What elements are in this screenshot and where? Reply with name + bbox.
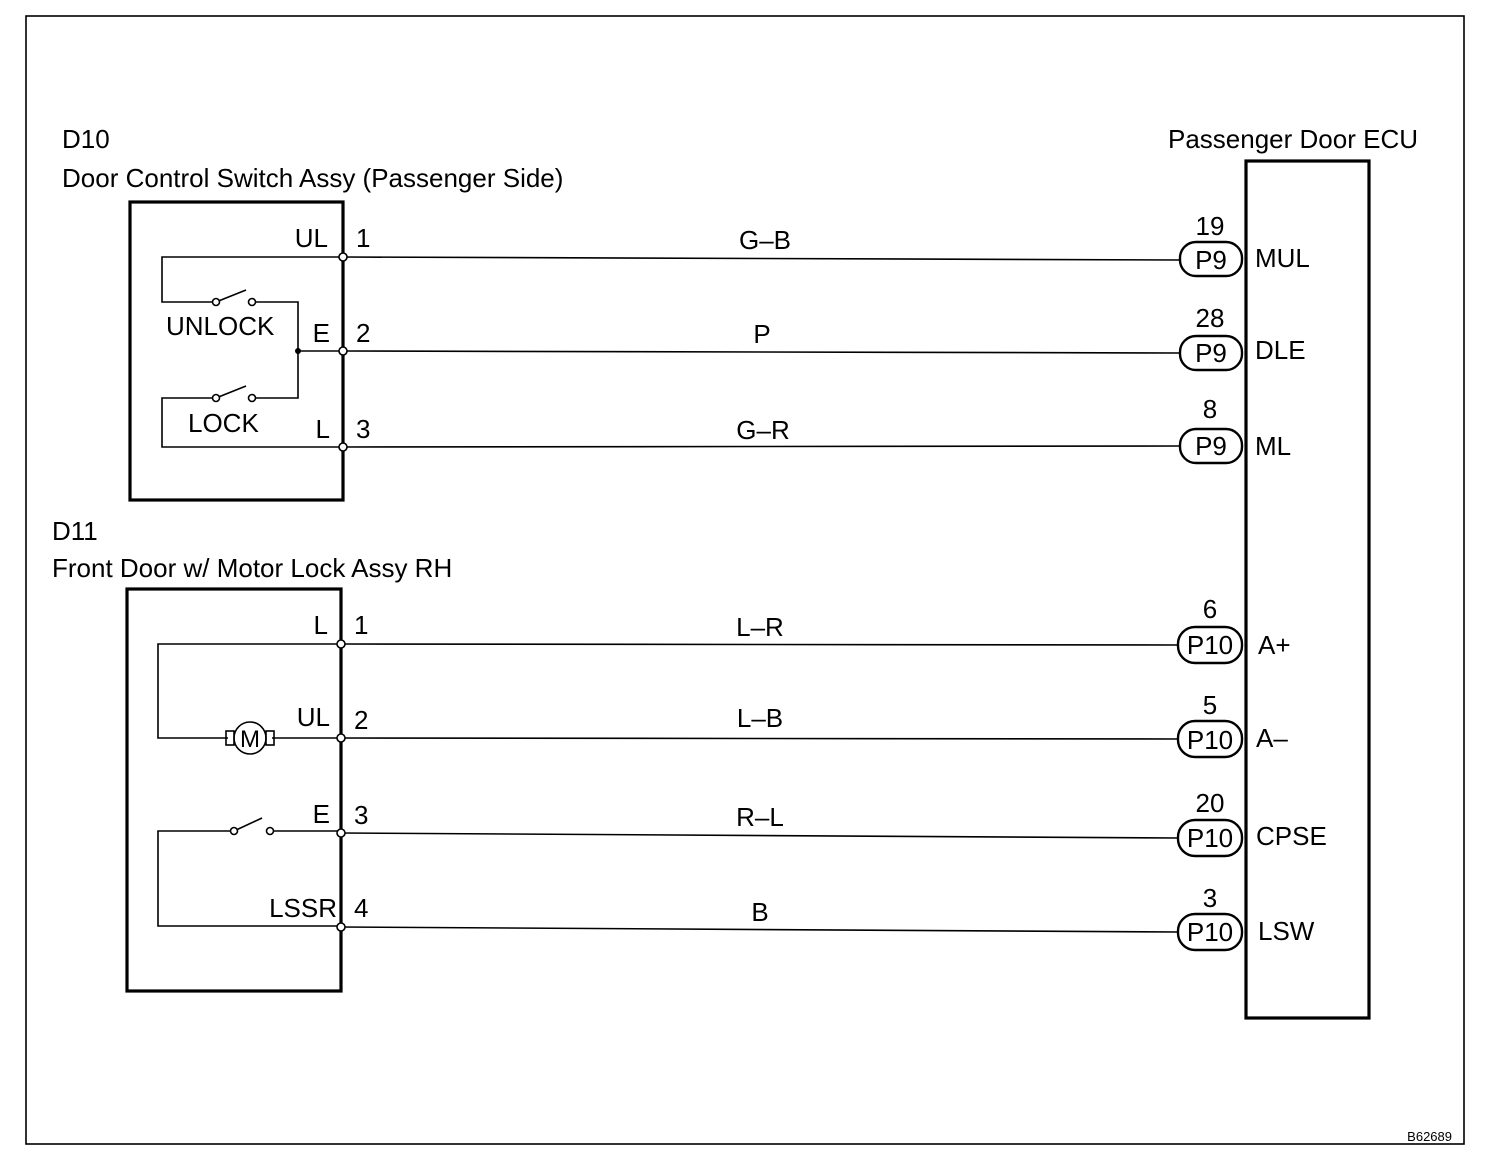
d10-term-label-1: UL — [295, 223, 328, 253]
wire-1 — [342, 256, 1181, 261]
ecu-name: Passenger Door ECU — [1168, 124, 1418, 154]
d10-term-label-2: E — [313, 318, 330, 348]
ecu-connector-label-1: P9 — [1195, 245, 1227, 275]
wire-label-1: G–B — [739, 225, 791, 255]
ecu-term-dle: DLE — [1255, 335, 1306, 365]
ecu-pin-19: 19 — [1196, 211, 1225, 241]
d11-id: D11 — [52, 516, 98, 546]
ecu-pin-6: 6 — [1203, 594, 1217, 624]
ecu-pin-5: 5 — [1203, 690, 1217, 720]
wire-label-4: L–R — [736, 612, 784, 642]
ecu-pin-20: 20 — [1196, 788, 1225, 818]
motor-icon — [225, 721, 275, 755]
wire-4 — [340, 643, 1179, 646]
motor-label: M — [240, 726, 260, 753]
d11-pin-2: 2 — [354, 705, 368, 735]
ecu-term-a-plus: A+ — [1258, 630, 1291, 660]
wire-label-5: L–B — [737, 703, 783, 733]
ecu-connector-label-5: P10 — [1187, 725, 1233, 755]
d10-lock-label: LOCK — [188, 408, 259, 438]
ecu-pin-8: 8 — [1203, 394, 1217, 424]
ecu-pin-3: 3 — [1203, 883, 1217, 913]
d10-internal-circuit — [161, 256, 343, 448]
ecu-term-cpse: CPSE — [1256, 821, 1327, 851]
d10-id: D10 — [62, 124, 110, 154]
d10-pin-3: 3 — [356, 414, 370, 444]
wire-label-3: G–R — [736, 415, 789, 445]
wire-harness — [336, 252, 1181, 933]
d11-term-label-4: LSSR — [269, 893, 337, 923]
d11-internal-circuit — [157, 643, 341, 927]
wire-label-7: B — [751, 897, 768, 927]
d11-term-label-3: E — [313, 799, 330, 829]
ecu-box — [1244, 159, 1371, 1020]
d11-name: Front Door w/ Motor Lock Assy RH — [52, 553, 452, 583]
d11-pin-1: 1 — [354, 610, 368, 640]
diagram-frame — [25, 15, 1465, 1145]
wire-5 — [340, 737, 1179, 740]
d11-pin-4: 4 — [354, 893, 368, 923]
d10-term-label-3: L — [316, 414, 330, 444]
ecu-connector-1 — [1178, 240, 1244, 278]
ecu-connector-label-4: P10 — [1187, 630, 1233, 660]
wire-label-2: P — [753, 319, 770, 349]
ecu-connector-label-3: P9 — [1195, 431, 1227, 461]
d10-unlock-label: UNLOCK — [166, 311, 275, 341]
ecu-connector-label-7: P10 — [1187, 917, 1233, 947]
d10-pin-2: 2 — [356, 318, 370, 348]
d11-term-label-2: UL — [297, 702, 330, 732]
d10-pin-1: 1 — [356, 223, 370, 253]
figure-code: B62689 — [1407, 1129, 1452, 1144]
ecu-term-mul: MUL — [1255, 243, 1310, 273]
d11-box — [125, 587, 343, 993]
ecu-term-lsw: LSW — [1258, 916, 1315, 946]
wire-label-6: R–L — [736, 802, 784, 832]
ecu-term-ml: ML — [1255, 431, 1291, 461]
ecu-term-a-minus: A– — [1256, 723, 1288, 753]
ecu-pin-28: 28 — [1196, 303, 1225, 333]
ecu-terminals: 19 P9 MUL 28 P9 DLE 8 P9 ML 6 P10 A+ 5 P… — [1176, 211, 1327, 952]
ecu-connector-label-6: P10 — [1187, 823, 1233, 853]
wire-3 — [342, 445, 1181, 448]
wire-2 — [342, 350, 1181, 354]
d11-term-label-1: L — [314, 610, 328, 640]
ecu-connector-label-2: P9 — [1195, 338, 1227, 368]
wire-7 — [340, 926, 1179, 933]
d11-pin-3: 3 — [354, 800, 368, 830]
wire-6 — [340, 832, 1179, 839]
d10-name: Door Control Switch Assy (Passenger Side… — [62, 163, 563, 193]
